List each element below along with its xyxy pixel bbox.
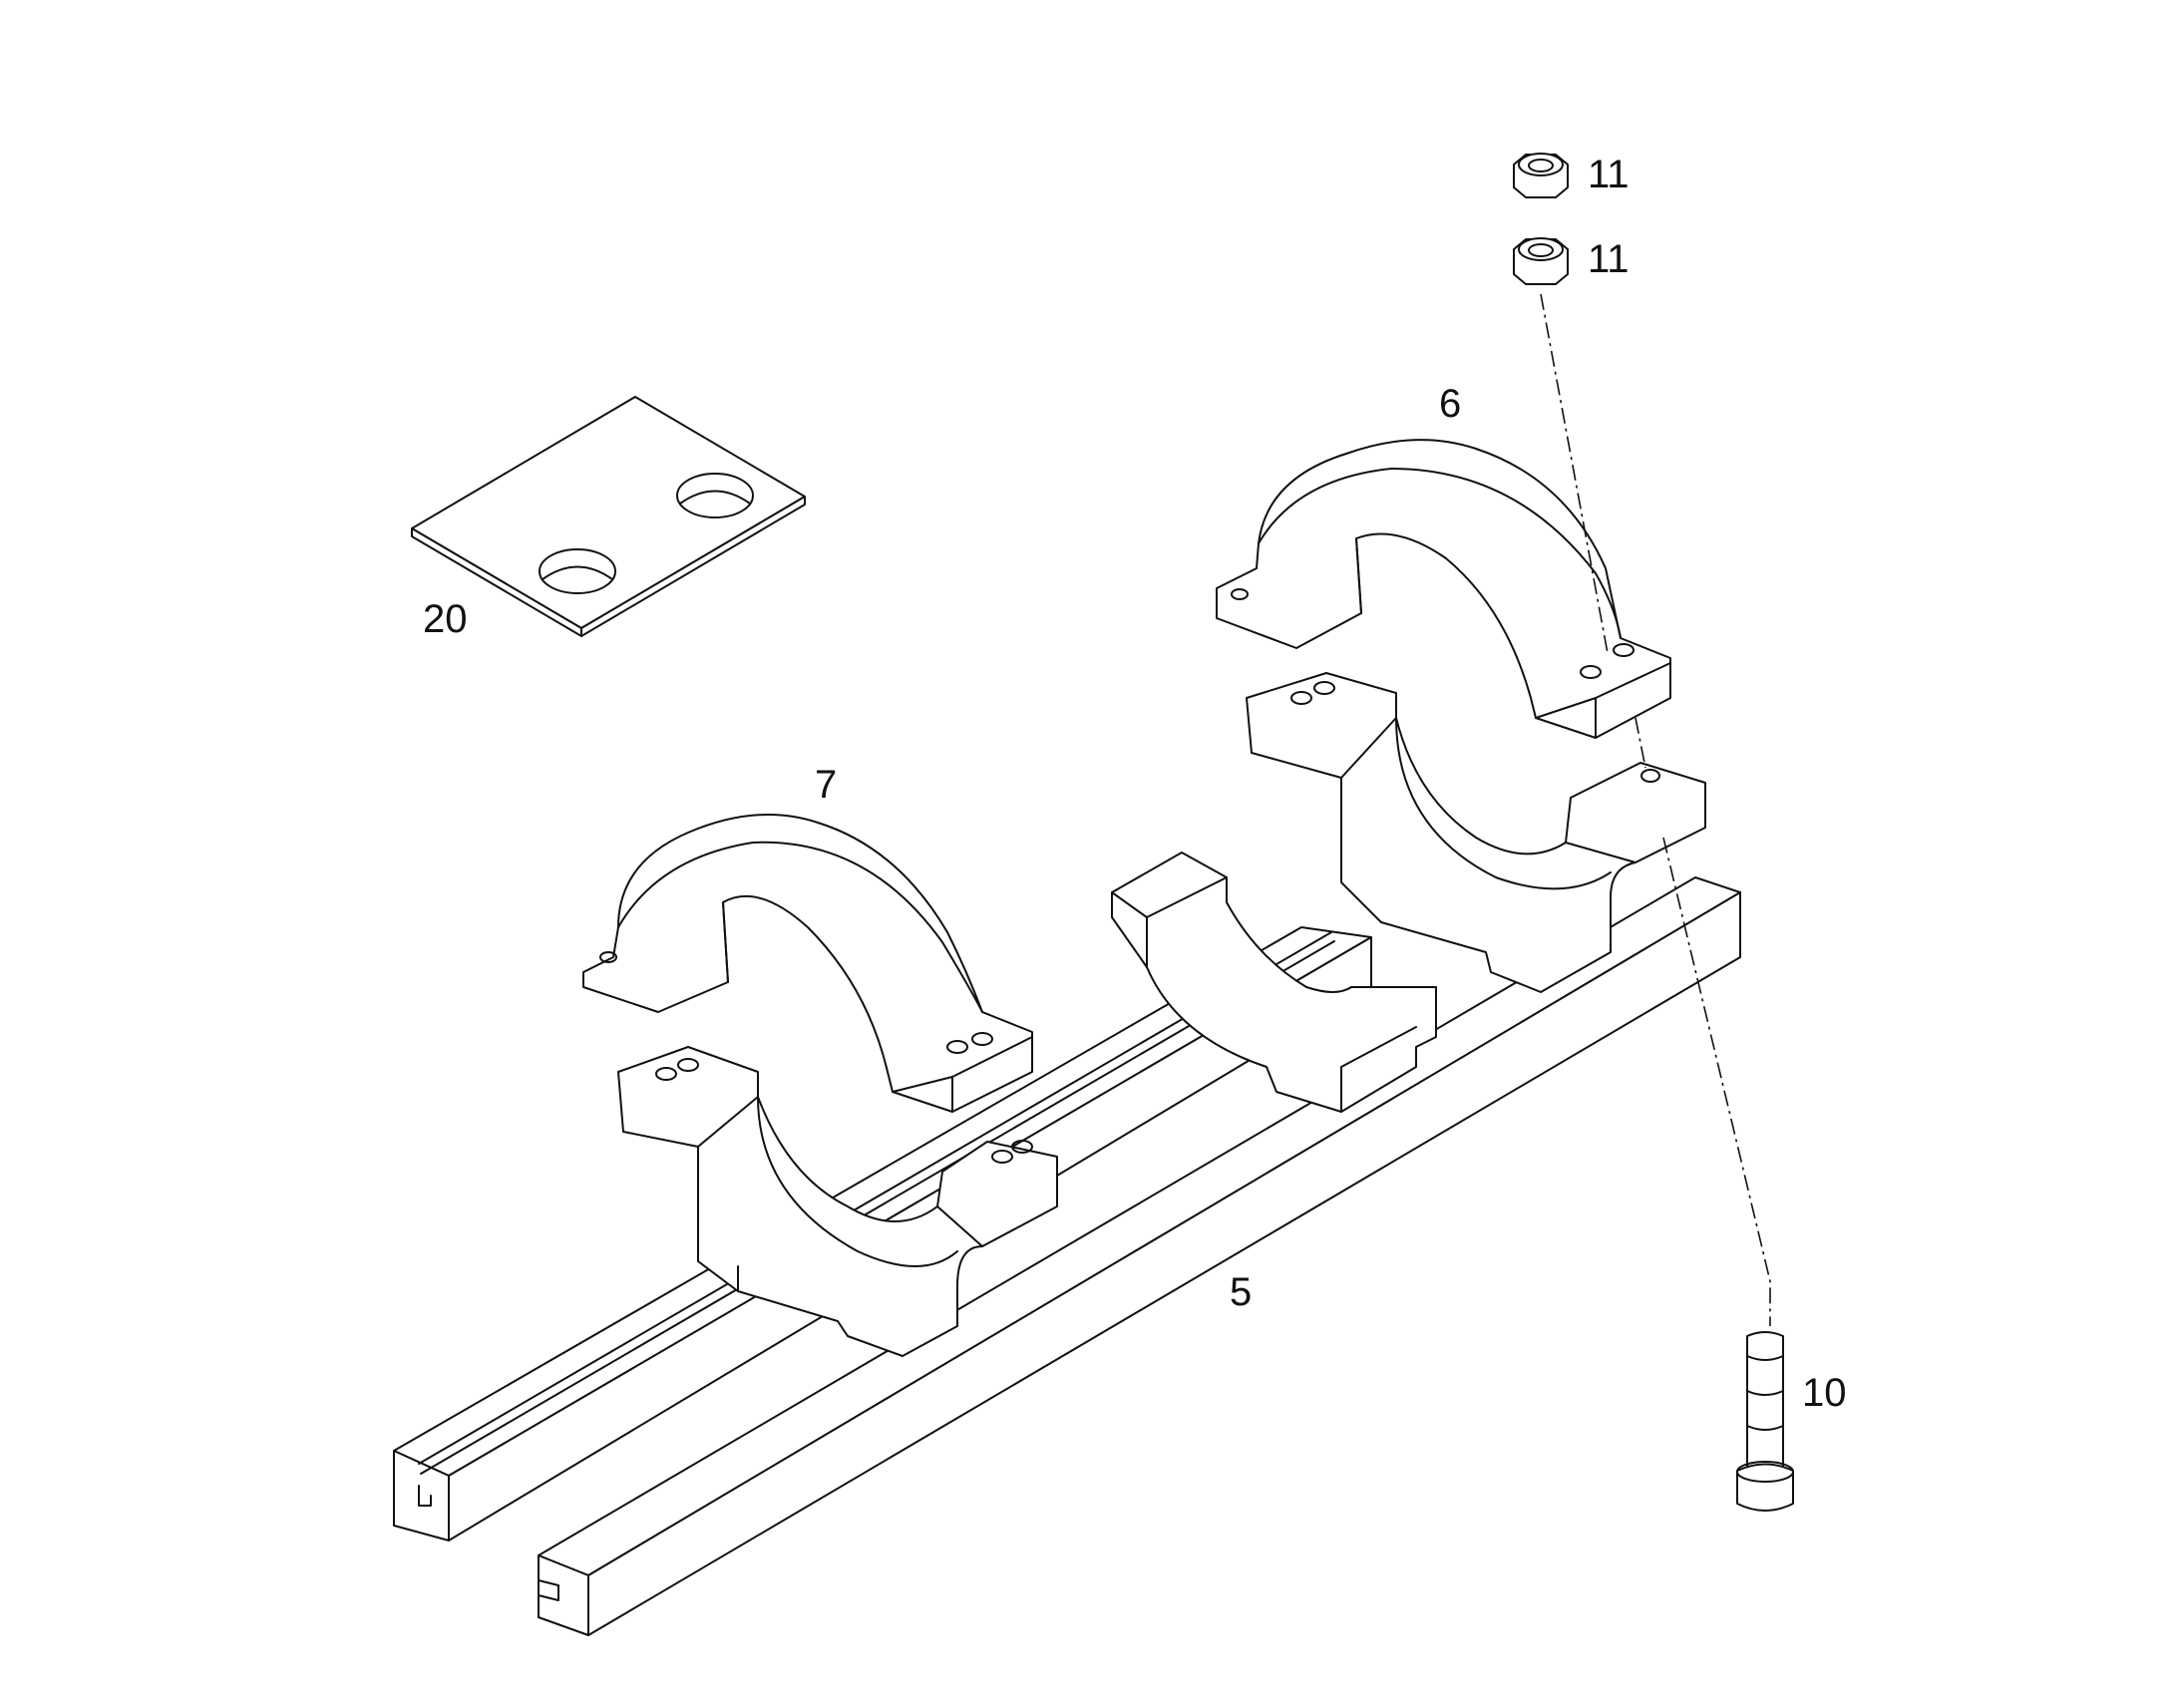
assembly-centerlines <box>1540 293 1771 1326</box>
rail-front <box>538 876 1741 1636</box>
callout-spacer-plate: 20 <box>423 597 468 641</box>
callout-nut-bottom: 11 <box>1588 237 1630 281</box>
callout-upper-clamp-right: 6 <box>1439 382 1461 426</box>
upper-clamp-left <box>582 814 1033 1113</box>
callout-rail: 5 <box>1230 1270 1252 1314</box>
callout-upper-clamp-left: 7 <box>815 763 837 807</box>
hex-nut-top <box>1513 153 1569 198</box>
spacer-plate <box>411 396 806 637</box>
upper-clamp-right <box>1216 439 1671 739</box>
lower-clamp-left <box>617 1046 1058 1357</box>
lower-clamp-right <box>1246 672 1706 993</box>
rail-assembly <box>393 876 1741 1636</box>
callout-nut-top: 11 <box>1588 153 1630 196</box>
hex-nut-bottom <box>1513 237 1569 285</box>
middle-saddle <box>1111 852 1437 1113</box>
callout-bolt: 10 <box>1802 1371 1847 1415</box>
cap-screw <box>1736 1331 1794 1512</box>
